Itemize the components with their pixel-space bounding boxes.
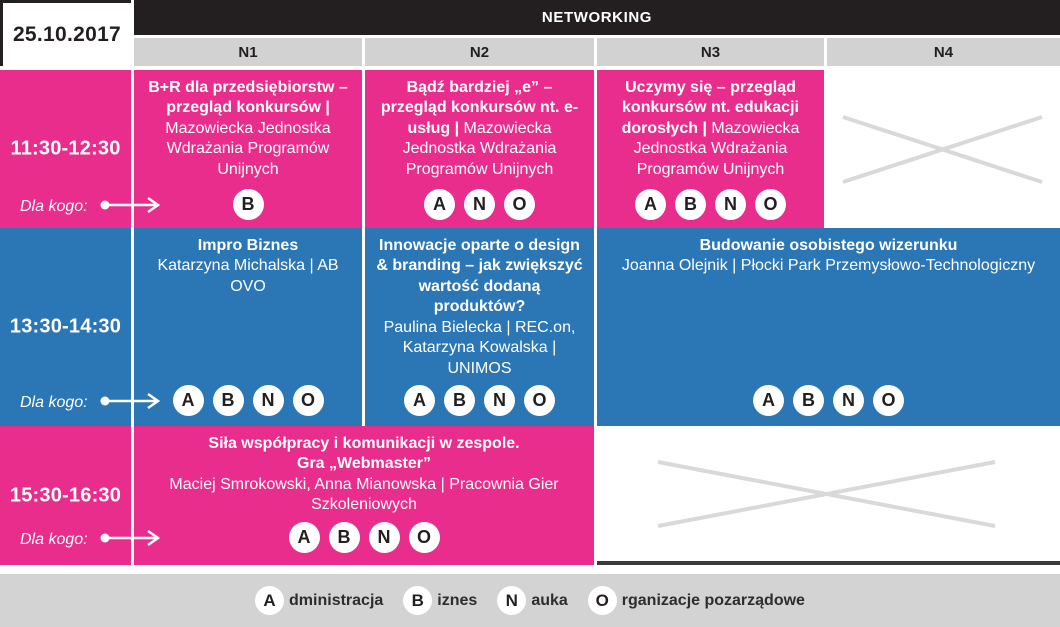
audience-badge: A — [288, 522, 320, 553]
empty-slot-r3-n3-n4 — [597, 426, 1060, 565]
session-title-line2: Gra „Webmaster” — [297, 455, 431, 473]
legend-item-biznes: B iznes — [403, 586, 477, 615]
time-cell-row2: 13:30-14:30 Dla kogo: — [0, 228, 161, 426]
session-organizer: Maciej Smrokowski, Anna Mianowska | Prac… — [169, 475, 559, 514]
column-header-n1: N1 — [134, 38, 362, 66]
for-whom-label: Dla kogo: — [20, 394, 88, 411]
audience-badge: B — [212, 385, 244, 416]
audience-badges: A B N O — [134, 385, 362, 416]
cancelled-x-icon — [842, 115, 1043, 184]
audience-badges: A B N O — [597, 385, 1060, 416]
legend-letter-b: B — [403, 586, 433, 615]
audience-badges: B — [134, 189, 362, 220]
empty-slot-r1-n4 — [827, 70, 1060, 228]
session-organizer: Mazowiecka Jednostka Wdrażania Programów… — [633, 119, 800, 178]
audience-badge: O — [408, 522, 440, 553]
session-cell-r2-n3-n4: Budowanie osobistego wizerunku Joanna Ol… — [597, 228, 1060, 426]
session-organizer: Joanna Olejnik | Płocki Park Przemysłowo… — [621, 257, 1036, 275]
arrow-right-icon — [100, 392, 161, 410]
legend-letter-a: A — [255, 586, 285, 615]
time-label: 11:30-12:30 — [10, 137, 121, 160]
session-cell-r1-n2: Bądź bardziej „e” – przegląd konkursów n… — [365, 70, 594, 228]
audience-badge: B — [232, 189, 264, 220]
audience-badge: B — [793, 385, 824, 416]
audience-badge: N — [715, 189, 746, 220]
audience-badge: O — [504, 189, 535, 220]
column-header-n3: N3 — [597, 38, 824, 66]
cancelled-x-icon — [657, 460, 996, 528]
session-title: Uczymy się – przegląd konkursów nt. eduk… — [621, 79, 799, 137]
audience-badge: A — [753, 385, 784, 416]
audience-badge: B — [328, 522, 360, 553]
for-whom-label: Dla kogo: — [20, 531, 88, 548]
audience-badge: A — [424, 189, 455, 220]
session-cell-r2-n1: Impro Biznes Katarzyna Michalska | AB OV… — [134, 228, 362, 426]
audience-badge: N — [484, 385, 515, 416]
audience-badge: N — [252, 385, 284, 416]
session-organizer: Katarzyna Michalska | AB OVO — [157, 257, 339, 295]
column-header-n4: N4 — [827, 38, 1060, 66]
legend-label: dministracja — [289, 591, 384, 609]
audience-badge: O — [873, 385, 904, 416]
audience-badge: B — [444, 385, 475, 416]
date-box: 25.10.2017 — [0, 0, 131, 66]
audience-badge: A — [635, 189, 666, 220]
audience-badge: O — [292, 385, 324, 416]
audience-badges: A B N O — [134, 522, 594, 553]
for-whom-label: Dla kogo: — [20, 198, 88, 215]
audience-badge: N — [368, 522, 400, 553]
time-cell-row1: 11:30-12:30 Dla kogo: — [0, 70, 161, 228]
column-header-n2: N2 — [365, 38, 594, 66]
audience-badge: O — [755, 189, 786, 220]
audience-badge: A — [404, 385, 435, 416]
date-label: 25.10.2017 — [12, 22, 122, 46]
legend-letter-n: N — [497, 586, 527, 615]
legend-item-administracja: A dministracja — [255, 586, 383, 615]
session-title: B+R dla przedsiębiorstw – przegląd konku… — [148, 79, 348, 117]
legend-item-nauka: N auka — [497, 586, 568, 615]
session-cell-r2-n2: Innowacje oparte o design & branding – j… — [365, 228, 594, 426]
audience-badge: O — [524, 385, 555, 416]
audience-badges: A N O — [365, 189, 594, 220]
session-title: Innowacje oparte o design & branding – j… — [376, 237, 583, 316]
networking-title: NETWORKING — [541, 9, 653, 26]
audience-badges: A B N O — [597, 189, 824, 220]
time-label: 15:30-16:30 — [9, 484, 122, 506]
audience-badge: N — [464, 189, 495, 220]
audience-badge: B — [675, 189, 706, 220]
legend-item-organizacje: O rganizacje pozarządowe — [587, 586, 805, 615]
legend-label: rganizacje pozarządowe — [621, 591, 805, 609]
session-cell-r1-n1: B+R dla przedsiębiorstw – przegląd konku… — [134, 70, 362, 228]
legend-label: auka — [531, 591, 568, 609]
arrow-right-icon — [100, 196, 161, 214]
networking-header: NETWORKING — [134, 0, 1060, 35]
legend-label: iznes — [437, 591, 478, 609]
audience-badge: A — [172, 385, 204, 416]
legend-letter-o: O — [587, 586, 617, 615]
audience-badge: N — [833, 385, 864, 416]
session-organizer: Mazowiecka Jednostka Wdrażania Programów… — [165, 119, 331, 178]
session-organizer: Paulina Bielecka | REC.on, Katarzyna Kow… — [383, 318, 576, 377]
session-title: Budowanie osobistego wizerunku — [699, 237, 958, 254]
session-title: Siła współpracy i komunikacji w zespole. — [208, 435, 520, 452]
audience-badges: A B N O — [365, 385, 594, 416]
session-title: Bądź bardziej „e” – przegląd konkursów n… — [380, 79, 579, 137]
session-cell-r3-n1-n2: Siła współpracy i komunikacji w zespole.… — [134, 426, 594, 565]
time-cell-row3: 15:30-16:30 Dla kogo: — [0, 426, 161, 565]
legend-bar: A dministracja B iznes N auka O rganizac… — [0, 574, 1060, 627]
session-cell-r1-n3: Uczymy się – przegląd konkursów nt. eduk… — [597, 70, 824, 228]
session-organizer: Mazowiecka Jednostka Wdrażania Programów… — [402, 119, 557, 178]
time-label: 13:30-14:30 — [9, 315, 122, 338]
arrow-right-icon — [100, 529, 161, 547]
session-title: Impro Biznes — [197, 237, 299, 254]
